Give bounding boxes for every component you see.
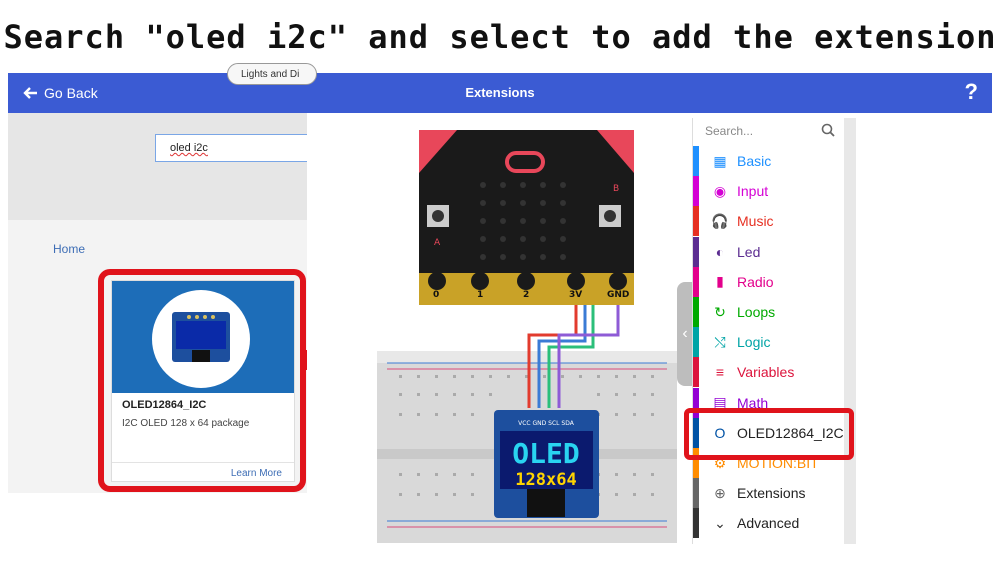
category-color-stripe	[693, 417, 699, 448]
card-highlight-outline	[98, 269, 306, 492]
category-color-stripe	[693, 448, 699, 478]
calculator-icon: ▤	[713, 394, 727, 411]
category-color-stripe	[693, 176, 699, 207]
category-music[interactable]: 🎧 Music	[693, 206, 844, 237]
category-color-stripe	[693, 297, 699, 327]
circle-icon: ◉	[713, 182, 727, 199]
list-icon: ≡	[715, 364, 725, 381]
search-input-value: oled i2c	[170, 142, 208, 154]
category-color-stripe	[693, 327, 699, 358]
pin-label-0: 0	[433, 290, 439, 300]
category-extensions[interactable]: ⊕ Extensions	[693, 478, 844, 509]
go-back-label: Go Back	[44, 85, 98, 101]
search-input[interactable]: oled i2c	[155, 134, 308, 162]
card-title: OLED12864_I2C	[122, 399, 207, 411]
category-color-stripe	[693, 357, 699, 388]
pin-label-2: 2	[523, 290, 529, 300]
search-area: oled i2c	[8, 113, 308, 220]
oled-pin-labels: VCC GND SCL SDA	[518, 420, 575, 427]
search-icon	[821, 123, 835, 137]
category-label: Input	[737, 183, 769, 200]
category-oled12864-i2c[interactable]: O OLED12864_I2C	[693, 417, 844, 448]
pin-label-3v: 3V	[569, 290, 582, 300]
chevron-down-icon: ⌄	[714, 514, 726, 531]
oled-module-icon	[172, 312, 230, 362]
refresh-icon: ↻	[714, 303, 726, 320]
pin-label-1: 1	[477, 290, 483, 300]
category-color-stripe	[693, 508, 699, 539]
category-color-stripe	[693, 146, 699, 176]
oled-line-2: 128x64	[515, 470, 576, 490]
simulator-panel: A B 0 1 2 3V GND VCC GND SCL SDA OLED 12…	[307, 113, 692, 543]
card-divider	[112, 462, 294, 463]
category-basic[interactable]: ▦ Basic	[693, 146, 844, 176]
category-math[interactable]: ▤ Math	[693, 387, 844, 418]
shuffle-icon: ⤭	[714, 333, 726, 350]
plus-circle-icon: ⊕	[714, 484, 726, 501]
button-a-label: A	[434, 238, 441, 248]
category-loops[interactable]: ↻ Loops	[693, 297, 844, 327]
category-label: Logic	[737, 334, 771, 351]
oled-icon: O	[714, 424, 726, 441]
go-back-button[interactable]: Go Back	[22, 73, 98, 113]
category-label: Basic	[737, 153, 772, 169]
category-label: Led	[737, 243, 761, 260]
category-chip[interactable]: Lights and Di	[227, 63, 317, 85]
learn-more-link[interactable]: Learn More	[230, 468, 282, 479]
category-label: Radio	[737, 273, 774, 290]
card-image-circle	[152, 290, 250, 388]
category-label: Math	[737, 394, 769, 411]
breadcrumb-home[interactable]: Home	[53, 242, 86, 256]
toolbox: Search... ▦ Basic ◉ Input 🎧 Music ◐ Led ▮ Radio ↻ L…	[692, 118, 856, 544]
category-variables[interactable]: ≡ Variables	[693, 357, 844, 388]
category-color-stripe	[693, 478, 699, 509]
category-label: Advanced	[737, 515, 800, 532]
card-image	[112, 281, 294, 393]
microbit-simulator[interactable]: A B 0 1 2 3V GND VCC GND SCL SDA OLED 12…	[307, 113, 692, 543]
category-input[interactable]: ◉ Input	[693, 176, 844, 207]
toggle-icon: ◐	[715, 243, 725, 260]
category-label: Variables	[737, 364, 795, 381]
category-label: Loops	[737, 304, 776, 320]
card-description: I2C OLED 128 x 64 package	[122, 418, 250, 429]
category-label: OLED12864_I2C	[737, 424, 844, 441]
category-label: Extensions	[737, 485, 806, 502]
headphones-icon: 🎧	[711, 212, 729, 229]
toolbox-search-input[interactable]: Search...	[705, 124, 754, 138]
help-button[interactable]: ?	[964, 79, 978, 104]
category-advanced[interactable]: ⌄ Advanced	[693, 508, 844, 539]
instruction-caption: Search "oled i2c" and select to add the …	[3, 18, 997, 56]
grid-icon: ▦	[713, 152, 727, 169]
category-highlight-outline	[684, 408, 854, 460]
pin-label-gnd: GND	[607, 290, 629, 300]
collapse-simulator-button[interactable]: ‹	[677, 282, 693, 386]
page-title: Extensions	[465, 85, 535, 100]
category-color-stripe	[693, 387, 699, 418]
signal-icon: ▮	[716, 273, 724, 290]
arrow-left-icon	[23, 87, 37, 99]
top-bar: Extensions Go Back ?	[8, 73, 992, 113]
oled-line-1: OLED	[512, 437, 579, 470]
category-radio[interactable]: ▮ Radio	[693, 266, 844, 297]
category-color-stripe	[693, 236, 699, 267]
category-color-stripe	[693, 266, 699, 297]
toolbox-scrollbar[interactable]	[844, 118, 856, 544]
category-label: Music	[737, 213, 774, 230]
category-logic[interactable]: ⤭ Logic	[693, 327, 844, 358]
extension-card[interactable]: OLED12864_I2C I2C OLED 128 x 64 package …	[111, 280, 295, 482]
category-led[interactable]: ◐ Led	[693, 236, 844, 267]
category-color-stripe	[693, 206, 699, 237]
button-b-label: B	[613, 184, 619, 194]
